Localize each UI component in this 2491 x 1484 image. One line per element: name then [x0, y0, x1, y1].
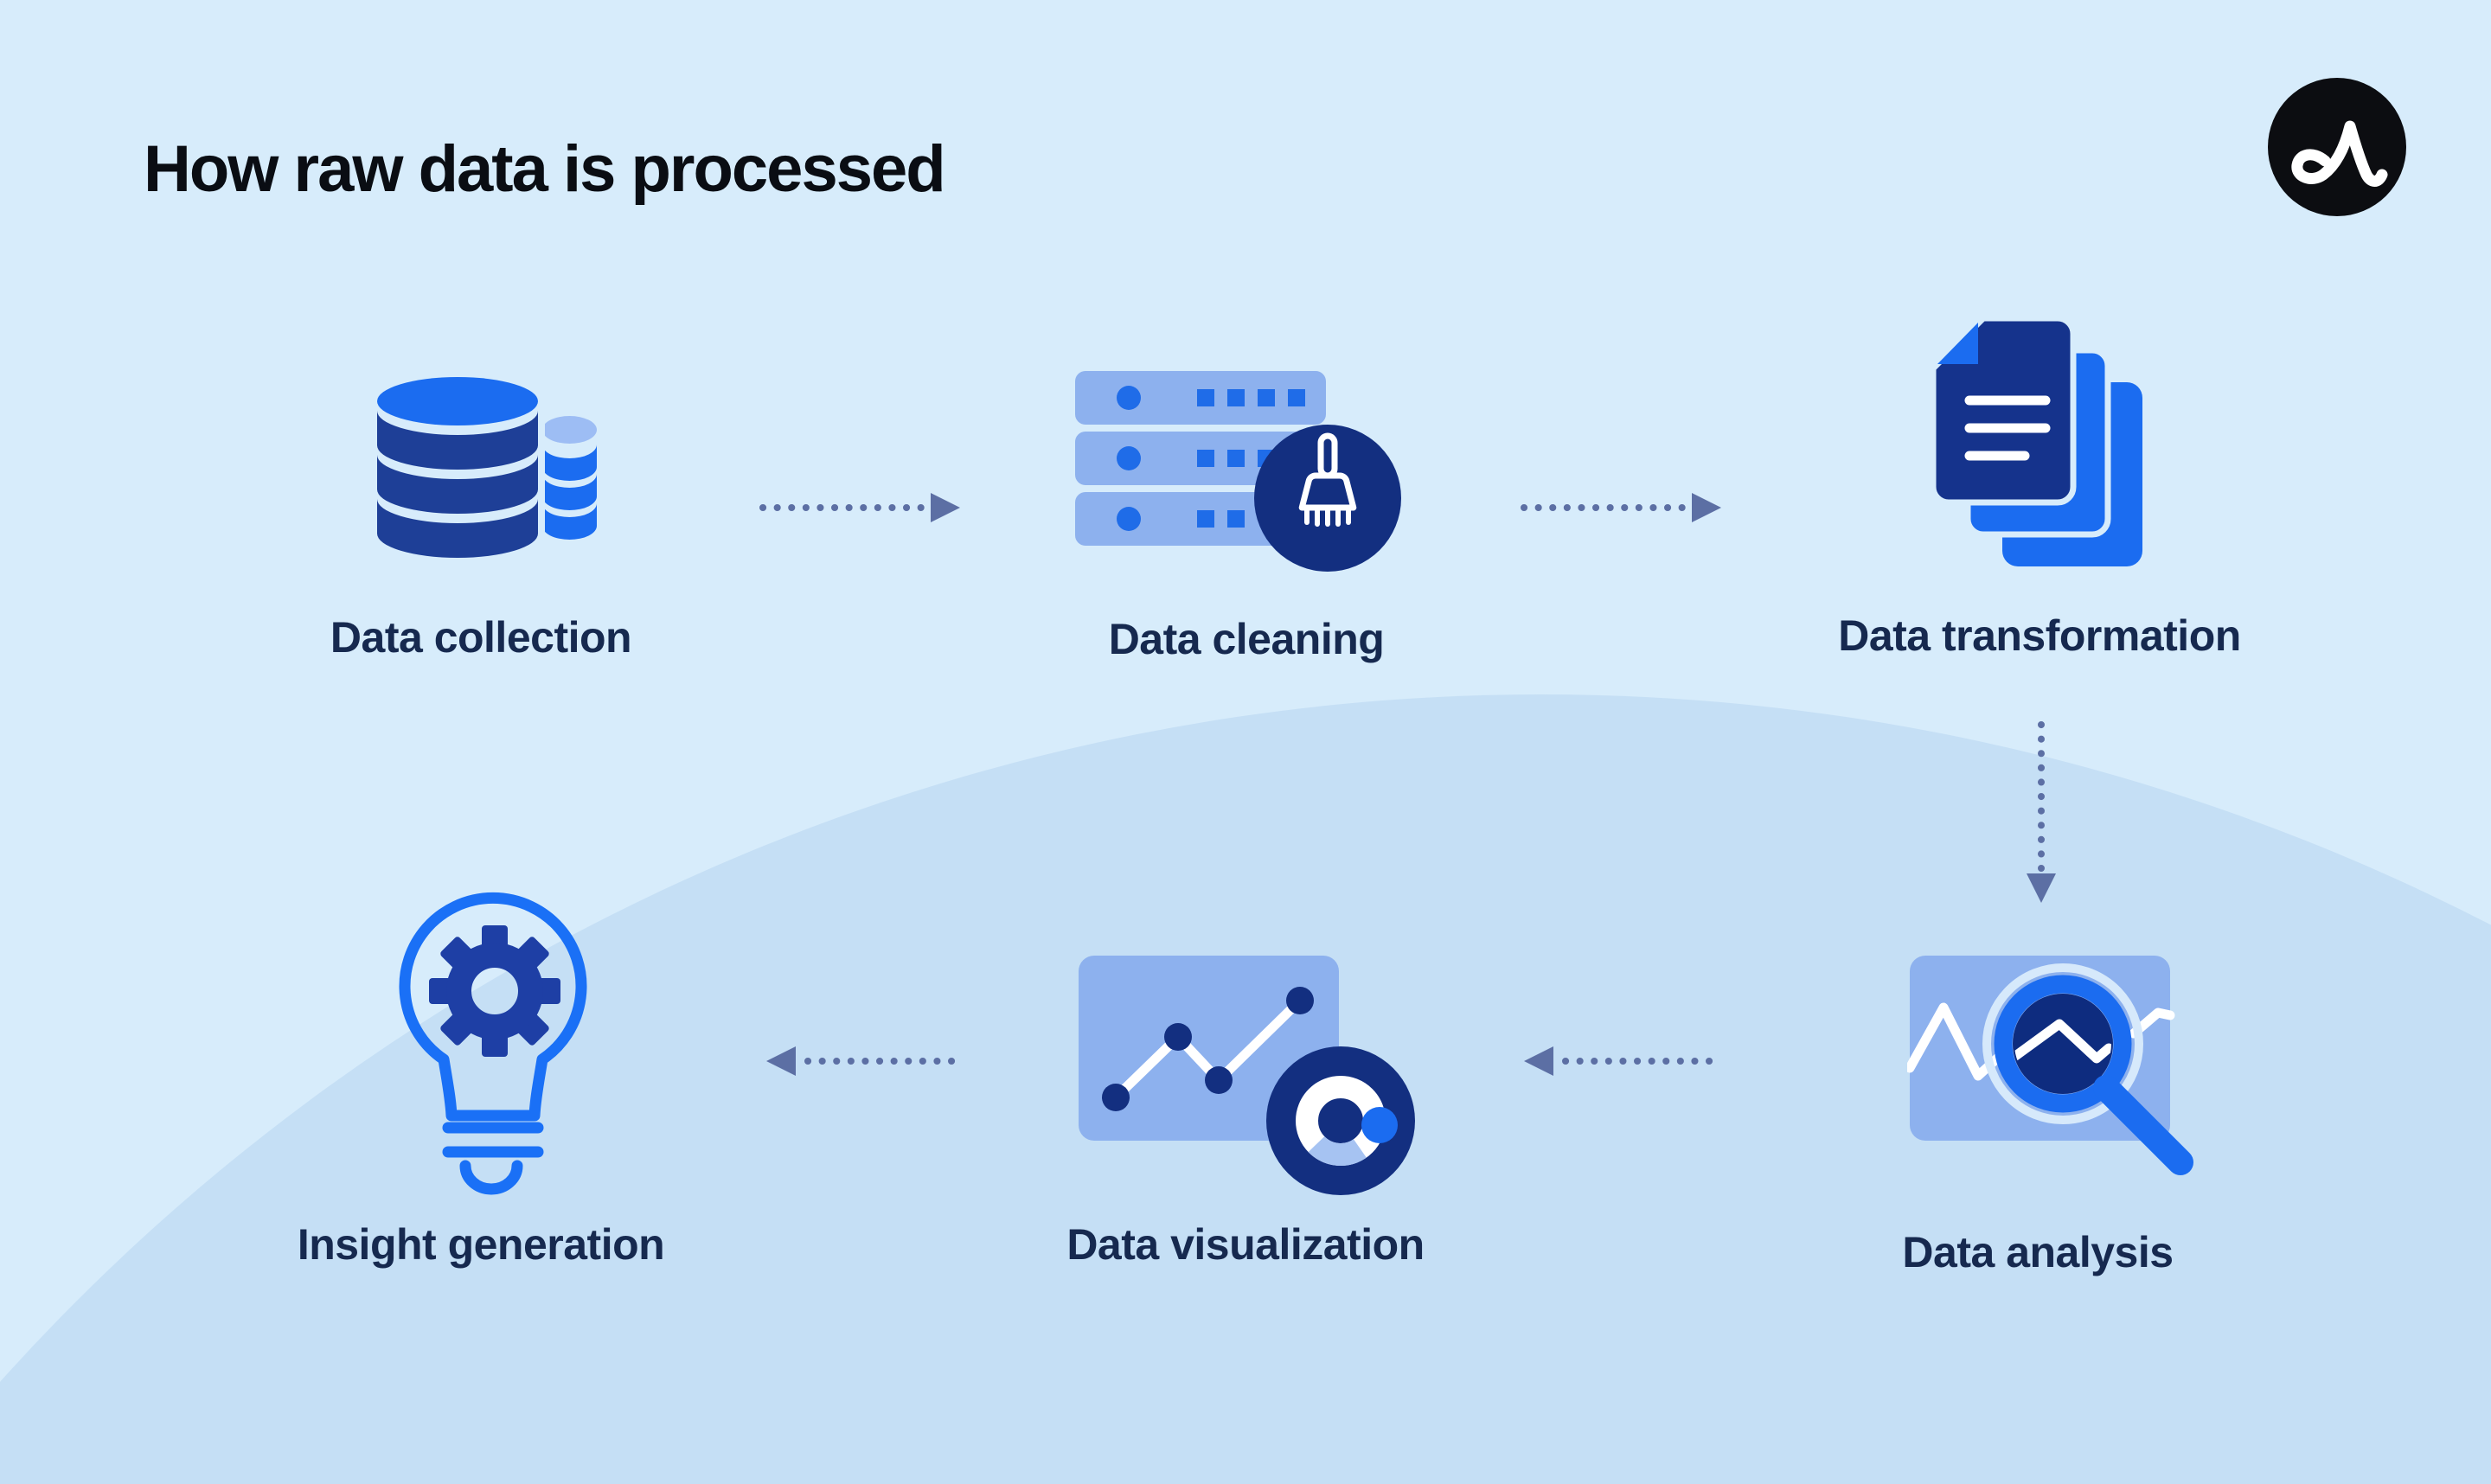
step-label-data-visualization: Data visualization	[1066, 1220, 1425, 1269]
arrow-head-icon	[2027, 873, 2056, 903]
step-label-data-analysis: Data analysis	[1902, 1228, 2174, 1276]
database-small-cylinder	[542, 416, 597, 540]
donut-marker-dot	[1361, 1107, 1398, 1143]
step-label-insight-generation: Insight generation	[297, 1220, 665, 1269]
donut-badge	[1266, 1046, 1415, 1195]
folded-corner	[1937, 323, 1978, 364]
magnifier-ring	[1994, 975, 2132, 1113]
arrow-head-icon	[1524, 1046, 1553, 1076]
documents-icon	[1930, 315, 2142, 566]
lens-trend-line	[2014, 1019, 2111, 1066]
document-front-sheet	[1930, 315, 2077, 506]
arrow-cleaning-to-transformation	[1521, 493, 1721, 522]
lightbulb-gear-icon	[399, 892, 587, 1195]
step-label-data-cleaning: Data cleaning	[1108, 615, 1385, 663]
magnifier-icon	[1982, 963, 2193, 1175]
gear-icon	[429, 925, 560, 1057]
step-label-data-transformation: Data transformation	[1838, 611, 2241, 660]
logo-circle	[2268, 78, 2406, 216]
bulb-outline	[399, 892, 587, 1195]
arrow-collection-to-cleaning	[759, 493, 960, 522]
database-main-cylinder	[377, 377, 538, 558]
step-label-data-collection: Data collection	[330, 613, 632, 662]
arrow-analysis-to-visualization	[1524, 1046, 1725, 1076]
line-chart-donut-icon	[1079, 956, 1415, 1195]
arrow-head-icon	[931, 493, 960, 522]
magnifier-handle	[2093, 1075, 2193, 1175]
broom-badge	[1254, 425, 1401, 572]
arrow-transformation-to-analysis	[2027, 721, 2056, 903]
arrow-head-icon	[1692, 493, 1721, 522]
page-title: How raw data is processed	[144, 132, 946, 206]
broom-icon	[1298, 432, 1357, 527]
chart-magnifier-icon	[1907, 956, 2193, 1175]
brand-logo	[2268, 78, 2406, 216]
logo-a-glyph	[2291, 120, 2388, 187]
line-chart-points	[1102, 987, 1314, 1111]
database-icon	[374, 374, 597, 565]
arrow-head-icon	[766, 1046, 796, 1076]
arrow-visualization-to-insight	[766, 1046, 967, 1076]
document-text-lines	[1964, 395, 2051, 461]
server-broom-icon	[1075, 371, 1401, 572]
magnifier-lens	[2013, 994, 2113, 1094]
